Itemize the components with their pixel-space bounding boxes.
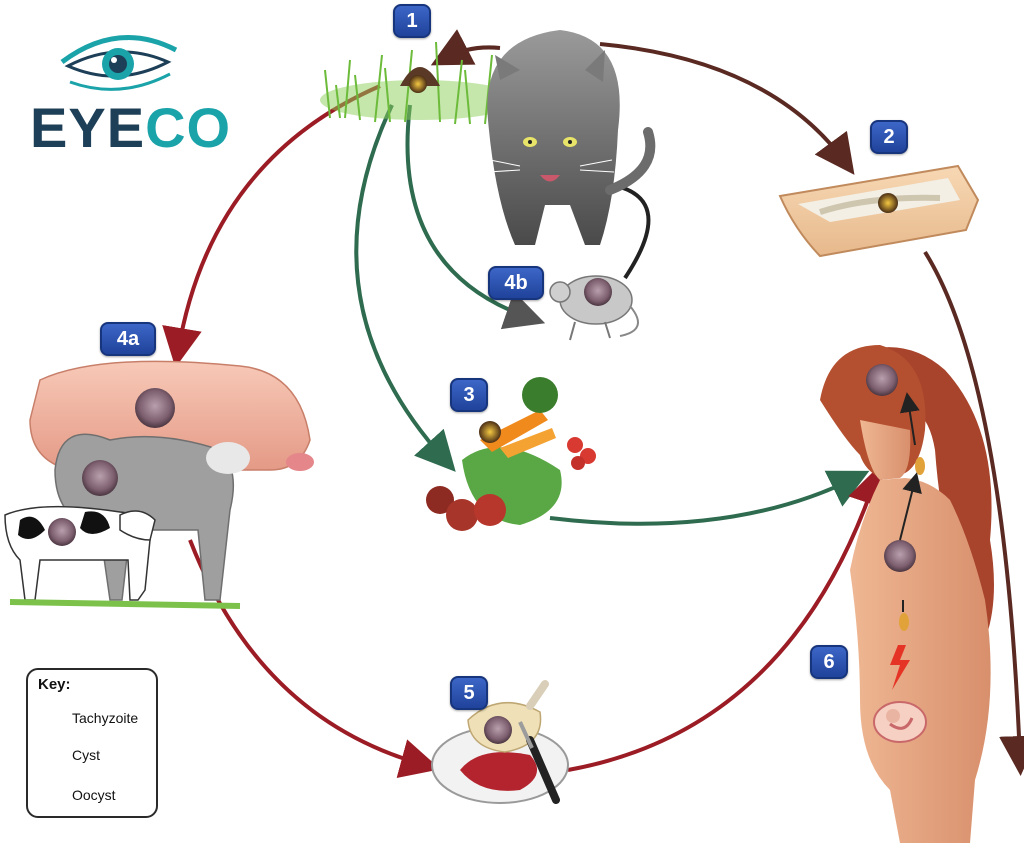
cat-icon (487, 30, 656, 245)
legend-item-oocyst: Oocyst (64, 781, 116, 809)
arrow-cat-to-litterbox (599, 42, 855, 175)
step-badge-2: 2 (870, 120, 908, 154)
step-badge-4a: 4a (100, 322, 156, 356)
cyst-icon (82, 460, 118, 496)
arrow-litterbox-to-human (923, 250, 1024, 776)
legend-item-tachyzoite: Tachyzoite (64, 704, 138, 732)
legend-title: Key: (38, 676, 71, 693)
legend-label: Oocyst (72, 787, 116, 803)
logo-text-eye: EYE (30, 96, 146, 159)
produce-icon (426, 377, 596, 531)
oocyst-icon (409, 75, 427, 93)
arrow-meat-to-human (567, 464, 887, 772)
legend-label: Tachyzoite (72, 710, 139, 726)
arrow-produce-to-human (549, 470, 870, 526)
arrow-soil-to-mouse (405, 104, 546, 330)
legend-item-cyst: Cyst (64, 741, 100, 769)
litter-box-icon (778, 164, 980, 258)
pregnant-woman-icon (820, 345, 994, 843)
tachyzoite-icon (899, 613, 909, 631)
step-badge-6: 6 (810, 645, 848, 679)
mouse-icon (549, 275, 639, 341)
soil-grass-icon (320, 41, 520, 125)
arrow-livestock-to-meat (188, 539, 441, 778)
legend-label: Cyst (72, 747, 100, 763)
arrow-cat-to-soil (430, 29, 501, 66)
step-badge-5: 5 (450, 676, 488, 710)
step-badge-1: 1 (393, 4, 431, 38)
oocyst-icon (878, 193, 898, 213)
logo-eye-icon (60, 35, 178, 91)
cyst-icon (484, 716, 512, 744)
logo-text-co: CO (145, 96, 232, 159)
lightning-icon (890, 645, 910, 690)
cyst-icon (135, 388, 175, 428)
meat-icon (431, 680, 569, 804)
step-badge-4b: 4b (488, 266, 544, 300)
logo-wordmark: EYECO (30, 100, 231, 156)
oocyst-icon (479, 421, 501, 443)
arrow-soil-to-produce (354, 104, 456, 472)
cyst-icon (584, 278, 612, 306)
livestock-icon (4, 360, 314, 609)
cyst-icon (866, 364, 898, 396)
cyst-icon (884, 540, 916, 572)
step-badge-3: 3 (450, 378, 488, 412)
legend-key: Key: Tachyzoite Cyst Oocyst (26, 668, 158, 818)
cyst-icon (48, 518, 76, 546)
tachyzoite-icon (915, 457, 925, 475)
